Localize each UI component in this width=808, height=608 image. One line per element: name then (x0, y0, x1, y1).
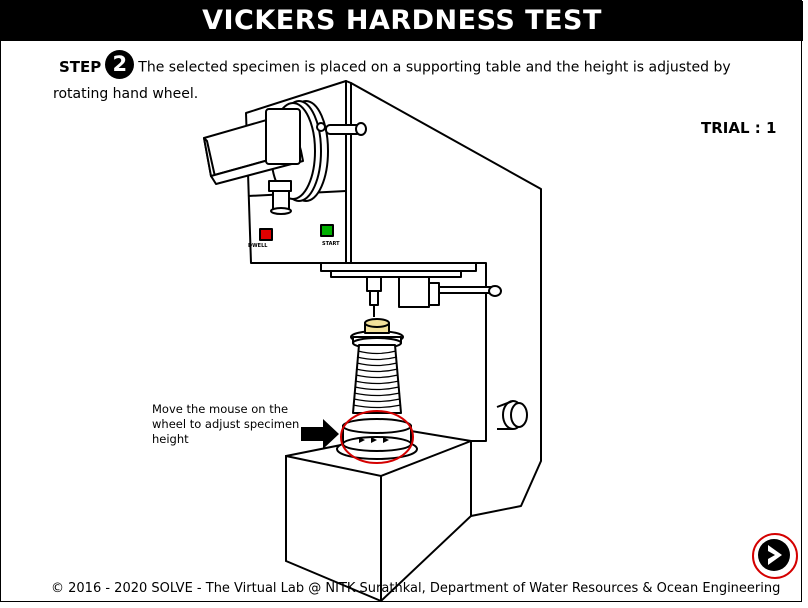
trial-counter: TRIAL : 1 (701, 119, 777, 137)
step-label: STEP (59, 57, 102, 76)
next-button[interactable] (751, 532, 799, 580)
step-text: The selected specimen is placed on a sup… (53, 59, 731, 103)
arrow-right-icon (752, 533, 798, 579)
arrow-pointer-icon (301, 419, 339, 449)
step-number-badge: 2 (105, 50, 135, 79)
start-label: START (322, 241, 340, 247)
dwell-label: DWELL (248, 243, 268, 249)
wheel-highlight-ring (340, 410, 414, 464)
footer-copyright: © 2016 - 2020 SOLVE - The Virtual Lab @ … (51, 581, 781, 596)
page-title: VICKERS HARDNESS TEST (1, 1, 803, 41)
dwell-button[interactable] (259, 228, 273, 241)
screw-column (352, 344, 402, 414)
start-button[interactable] (320, 224, 334, 237)
wheel-hint: Move the mouse on the wheel to adjust sp… (152, 402, 300, 446)
